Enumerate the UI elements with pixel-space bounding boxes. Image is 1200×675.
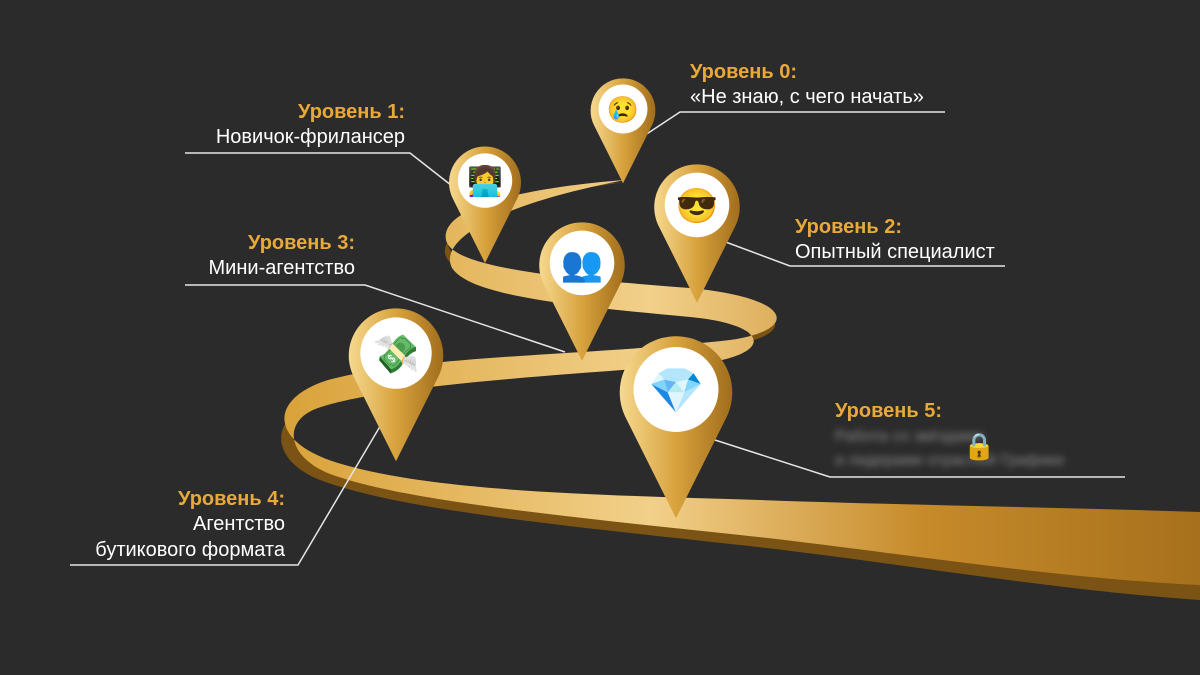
level-5-desc-line1: Работа со звёздами	[835, 428, 984, 445]
money-with-wings-icon: 💸	[372, 333, 419, 376]
level-3-label: Уровень 3: Мини-агентство	[209, 231, 355, 281]
gem-icon: 💎	[648, 365, 704, 416]
level-2-desc: Опытный специалист	[795, 241, 995, 263]
level-3-title: Уровень 3:	[248, 232, 355, 254]
leader-line-2	[714, 237, 1005, 267]
leader-line-0	[629, 111, 945, 146]
pin-level-5: 💎	[619, 336, 733, 519]
level-4-label: Уровень 4: Агентство бутикового формата	[95, 487, 285, 563]
level-0-desc: «Не знаю, с чего начать»	[690, 86, 924, 108]
level-0-label: Уровень 0: «Не знаю, с чего начать»	[690, 60, 924, 110]
level-5-title: Уровень 5:	[835, 400, 942, 422]
pin-level-4: 💸	[348, 308, 444, 462]
level-5-label: Уровень 5: Работа со звёздами и лидерами…	[835, 399, 1125, 473]
woman-technologist-icon: 👩‍💻	[467, 164, 503, 198]
leader-line-3	[185, 284, 566, 353]
sunglasses-face-icon: 😎	[676, 187, 719, 225]
level-1-title: Уровень 1:	[298, 101, 405, 123]
crying-face-icon: 😢	[607, 95, 639, 124]
level-4-title: Уровень 4:	[178, 488, 285, 510]
pin-level-0: 😢	[590, 78, 656, 184]
level-1-label: Уровень 1: Новичок-фрилансер	[216, 100, 405, 150]
level-5-desc-line2: и лидерами отраслей Графики	[835, 452, 1064, 469]
leader-line-4	[70, 417, 386, 566]
leader-line-5	[689, 431, 1125, 478]
pin-level-2: 😎	[654, 164, 740, 303]
level-3-desc: Мини-агентство	[208, 257, 355, 279]
busts-icon: 👥	[561, 245, 604, 283]
level-0-title: Уровень 0:	[690, 61, 797, 83]
pin-level-3: 👥	[539, 222, 625, 361]
lock-icon: 🔒	[963, 431, 996, 461]
level-1-desc: Новичок-фрилансер	[215, 126, 405, 148]
level-4-desc-line2: бутикового формата	[95, 539, 285, 561]
winding-road	[281, 180, 1200, 600]
level-2-label: Уровень 2: Опытный специалист	[795, 215, 995, 265]
leader-lines	[70, 111, 1125, 566]
pin-level-1: 👩‍💻	[449, 146, 521, 264]
level-4-desc-line1: Агентство	[193, 513, 285, 535]
leader-line-1	[185, 152, 471, 201]
level-2-title: Уровень 2:	[795, 216, 902, 238]
